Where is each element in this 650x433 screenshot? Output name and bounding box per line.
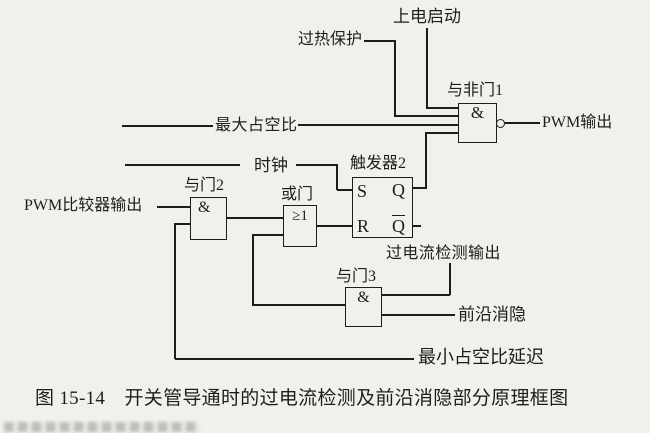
flipflop-qbar-pin: Q	[392, 215, 405, 236]
and3-symbol: &	[357, 289, 370, 306]
wire-or-input2-vertical	[252, 234, 254, 306]
flipflop-q-pin: Q	[392, 180, 405, 200]
wire-clock-right	[296, 164, 338, 166]
wire-and3-left-run	[253, 304, 345, 306]
flipflop-r-pin: R	[357, 216, 370, 236]
wire-clock-into-s	[337, 189, 353, 191]
gate-or-box: ≥1	[283, 205, 317, 247]
label-and-gate-2: 与门2	[184, 177, 225, 194]
flipflop-s-pin: S	[357, 181, 368, 201]
wire-max-duty-left	[122, 125, 213, 127]
cropped-text-remnant	[4, 422, 200, 432]
wire-max-duty-into-nand	[298, 124, 458, 126]
wire-thermal-vertical	[394, 40, 396, 117]
label-flipflop-2: 触发器2	[350, 155, 407, 172]
wire-clock-vertical	[336, 164, 338, 190]
gate-nand1-box: &	[458, 103, 497, 143]
wire-pwm-comp-into-and2	[157, 206, 190, 208]
wire-and3-right-top	[382, 294, 450, 296]
label-pwm-output: PWM输出	[542, 114, 613, 131]
gate-and3-box: &	[345, 287, 382, 327]
label-thermal-protection: 过热保护	[298, 31, 363, 48]
wire-overcurrent-vertical	[449, 263, 451, 295]
wire-q-into-nand	[426, 132, 458, 134]
or-symbol: ≥1	[292, 208, 308, 224]
label-max-duty-cycle: 最大占空比	[215, 117, 298, 134]
wire-nand-output	[505, 122, 540, 124]
gate-and2-box: &	[190, 197, 227, 240]
nand1-inverter-bubble	[496, 119, 505, 128]
wire-and2-input2-stub	[175, 223, 190, 225]
figure-caption: 图 15-14 开关管导通时的过电流检测及前沿消隐部分原理框图	[35, 388, 569, 409]
wire-power-on-vertical	[426, 28, 428, 109]
wire-q-vertical	[425, 132, 427, 188]
wire-or-to-r	[317, 225, 352, 227]
wire-leb-line	[382, 314, 455, 316]
wire-or-input2-stub	[253, 234, 283, 236]
wire-thermal-into-nand	[394, 115, 458, 117]
label-and-gate-3: 与门3	[336, 268, 377, 285]
wire-and2-to-or	[227, 217, 283, 219]
wire-min-duty-vertical	[174, 223, 176, 359]
label-overcurrent-detect-output: 过电流检测输出	[386, 245, 501, 262]
wire-min-duty-horizontal	[175, 358, 414, 360]
wire-power-on-into-nand	[426, 107, 458, 109]
wire-thermal-dash	[364, 40, 395, 42]
label-nand-gate-1: 与非门1	[447, 82, 504, 99]
wire-clock-left	[125, 164, 240, 166]
label-clock: 时钟	[254, 156, 288, 175]
nand1-symbol: &	[470, 103, 485, 122]
label-min-duty-delay: 最小占空比延迟	[418, 347, 544, 367]
wire-q-stub	[412, 187, 427, 189]
wire-qbar-stub	[412, 225, 421, 227]
flipflop2-box: S Q R Q	[352, 177, 413, 238]
label-or-gate: 或门	[281, 186, 314, 203]
label-pwm-comparator-output: PWM比较器输出	[24, 197, 143, 214]
label-power-on-start: 上电启动	[393, 7, 461, 26]
and2-symbol: &	[198, 199, 211, 216]
label-leading-edge-blanking: 前沿消隐	[458, 305, 526, 324]
